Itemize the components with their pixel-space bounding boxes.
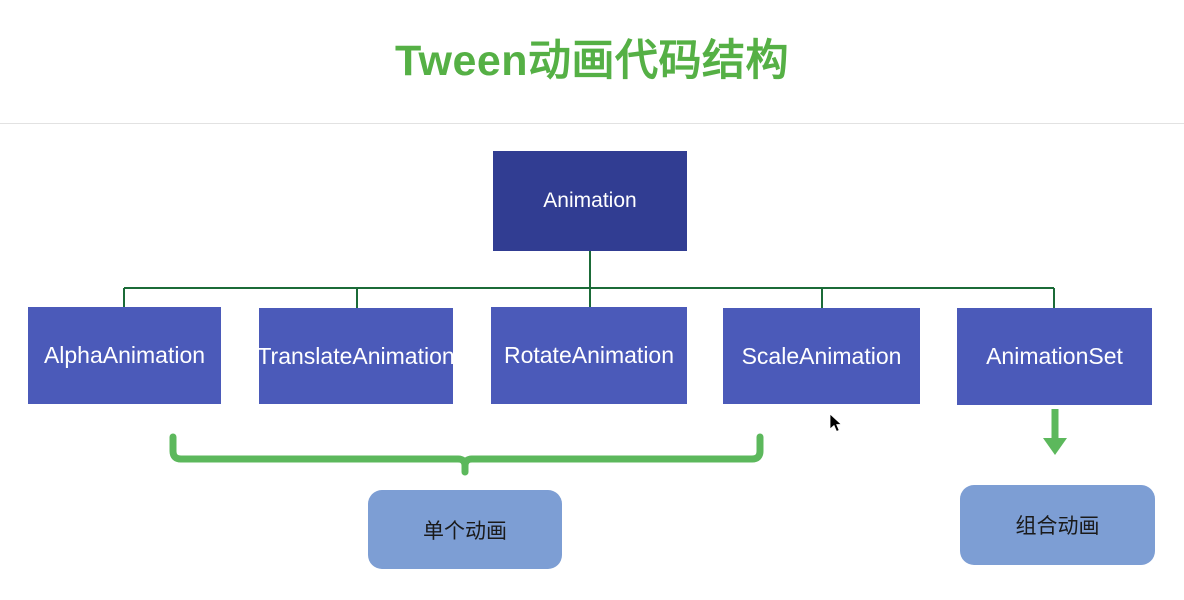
group-brace-single: [169, 433, 764, 476]
node-rotate-animation-label: RotateAnimation: [503, 342, 675, 368]
node-animation[interactable]: Animation: [493, 151, 687, 251]
node-alpha-animation[interactable]: AlphaAnimation: [28, 307, 221, 404]
node-scale-animation-label: ScaleAnimation: [741, 342, 902, 369]
page-title: Tween动画代码结构: [394, 37, 790, 85]
node-single-animation-group-label: 单个动画: [423, 519, 507, 543]
group-arrow-head-combined: [1043, 438, 1067, 455]
node-animation-set-label: AnimationSet: [986, 343, 1123, 369]
node-rotate-animation[interactable]: RotateAnimation: [491, 307, 687, 404]
node-animation-set[interactable]: AnimationSet: [957, 308, 1152, 405]
title-bar: Tween动画代码结构: [0, 0, 1184, 123]
node-translate-animation-label: TranslateAnimation: [257, 342, 455, 369]
node-alpha-animation-label: AlphaAnimation: [43, 342, 206, 368]
node-translate-animation[interactable]: TranslateAnimation: [257, 308, 455, 404]
node-single-animation-group[interactable]: 单个动画: [368, 490, 562, 569]
node-combined-animation-group[interactable]: 组合动画: [960, 485, 1155, 565]
node-combined-animation-group-label: 组合动画: [1015, 515, 1100, 538]
mouse-pointer-icon: [829, 413, 843, 433]
title-divider: [0, 123, 1184, 124]
node-scale-animation[interactable]: ScaleAnimation: [723, 308, 920, 404]
node-animation-label: Animation: [543, 189, 637, 212]
